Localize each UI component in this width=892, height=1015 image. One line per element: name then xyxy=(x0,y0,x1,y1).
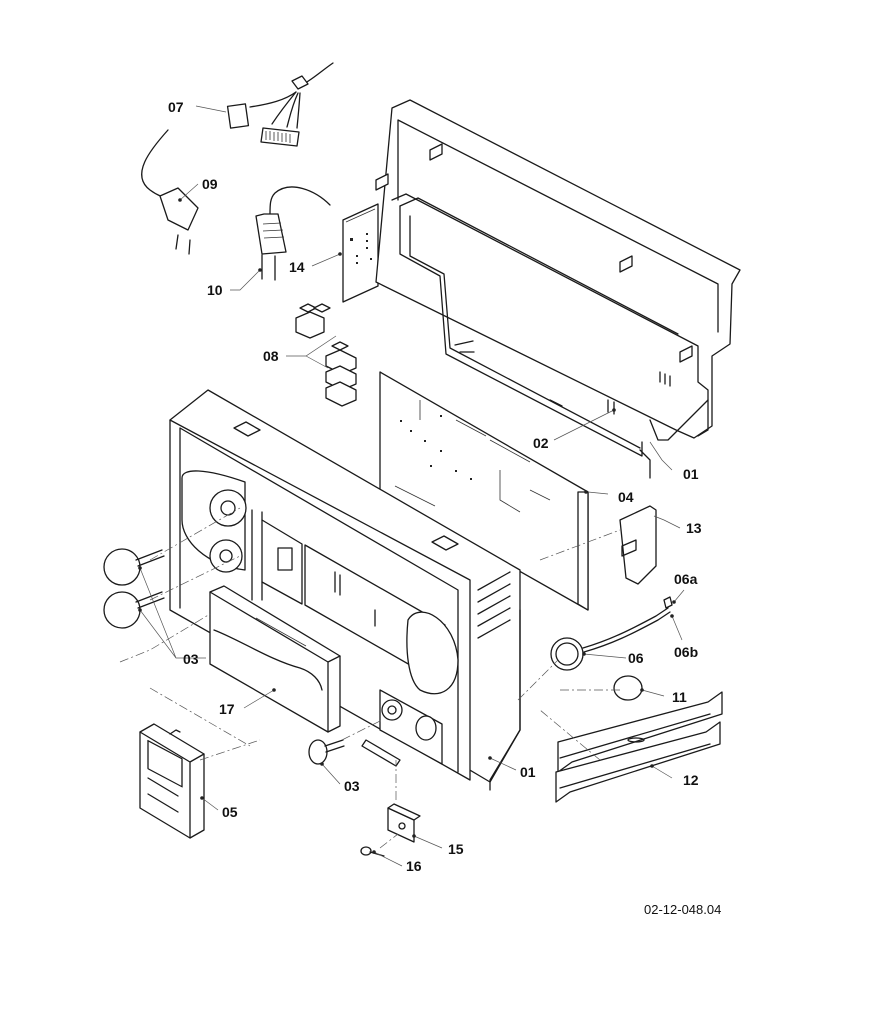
label-08: 08 xyxy=(263,348,279,364)
label-03-bottom: 03 xyxy=(344,778,360,794)
label-01-top: 01 xyxy=(683,466,699,482)
plate-14 xyxy=(342,203,379,303)
door-cover-17 xyxy=(209,585,341,733)
label-06b: 06b xyxy=(674,644,698,660)
label-03-left: 03 xyxy=(183,651,199,667)
label-05: 05 xyxy=(222,804,238,820)
label-13: 13 xyxy=(686,520,702,536)
label-04: 04 xyxy=(618,489,634,505)
clip-15 xyxy=(387,803,421,843)
screw-16 xyxy=(360,846,385,857)
assembly-lines xyxy=(119,507,621,849)
remote-display-05 xyxy=(139,723,205,839)
power-cord-10 xyxy=(255,186,331,281)
rear-housing-01 xyxy=(375,99,741,479)
circuit-board-04 xyxy=(379,371,589,611)
label-11: 11 xyxy=(672,689,687,705)
front-panel-01 xyxy=(169,389,521,791)
slide-rail-12 xyxy=(555,691,723,803)
drawing-reference-number: 02-12-048.04 xyxy=(644,902,722,917)
knobs-03 xyxy=(103,548,165,629)
label-12: 12 xyxy=(683,772,699,788)
label-16: 16 xyxy=(406,858,422,874)
label-06a: 06a xyxy=(674,571,698,587)
part-labels: 07 09 10 14 08 02 01 04 13 06a 06b 06 03… xyxy=(168,99,702,874)
leader-dots xyxy=(138,198,676,854)
wiring-harness-07 xyxy=(226,62,334,147)
bracket-13 xyxy=(619,505,657,585)
terminal-blocks-08 xyxy=(295,303,357,407)
label-17: 17 xyxy=(219,701,235,717)
label-07: 07 xyxy=(168,99,184,115)
leader-lines xyxy=(139,105,685,867)
label-02: 02 xyxy=(533,435,549,451)
label-06: 06 xyxy=(628,650,644,666)
pressure-gauge-06 xyxy=(550,596,673,671)
label-10: 10 xyxy=(207,282,223,298)
label-14: 14 xyxy=(289,259,305,275)
cap-11 xyxy=(613,675,643,701)
label-15: 15 xyxy=(448,841,464,857)
label-01-front: 01 xyxy=(520,764,536,780)
label-09: 09 xyxy=(202,176,218,192)
knob-03-small xyxy=(308,739,345,765)
power-cord-09 xyxy=(141,129,199,255)
